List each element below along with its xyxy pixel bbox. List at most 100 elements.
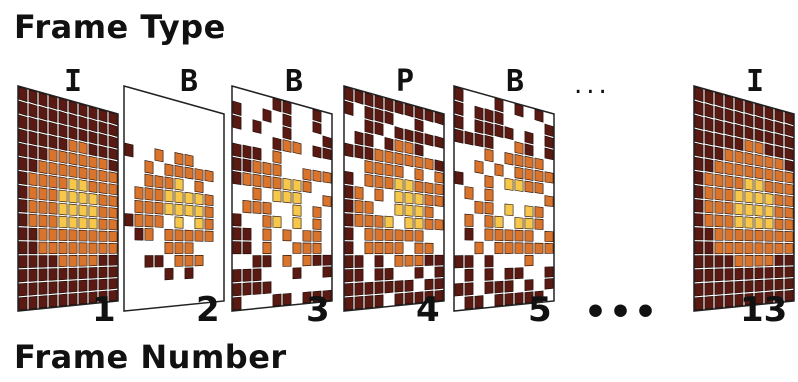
mosaic-tile <box>49 202 57 214</box>
mosaic-tile <box>89 131 97 144</box>
mosaic-tile <box>375 175 383 188</box>
mosaic-tile <box>345 199 353 212</box>
mosaic-tile <box>495 164 503 177</box>
mosaic-tile <box>355 90 363 105</box>
mosaic-tile <box>155 175 163 188</box>
mosaic-tile <box>475 106 483 120</box>
mosaic-tile <box>19 129 27 143</box>
mosaic-tile <box>705 131 713 145</box>
mosaic-tile <box>69 293 77 305</box>
mosaic-tile <box>505 293 513 305</box>
mosaic-tile <box>775 134 783 147</box>
mosaic-tile <box>263 282 271 294</box>
mosaic-tile <box>495 98 503 112</box>
mosaic-tile <box>79 217 87 228</box>
frame-3-b-frame <box>232 86 342 321</box>
mosaic-tile <box>283 114 291 127</box>
mosaic-tile <box>725 95 733 109</box>
mosaic-tile <box>465 228 473 240</box>
mosaic-tile <box>135 187 143 200</box>
mosaic-tile <box>145 215 153 227</box>
mosaic-tile <box>233 228 241 241</box>
mosaic-tile <box>775 219 783 230</box>
mosaic-tile <box>345 214 353 227</box>
mosaic-tile <box>535 158 543 170</box>
mosaic-tile <box>69 243 77 254</box>
mosaic-tile <box>99 219 107 230</box>
mosaic-tile <box>765 169 773 181</box>
mosaic-tile <box>755 230 763 241</box>
mosaic-tile <box>29 187 37 200</box>
mosaic-tile <box>435 255 443 265</box>
mosaic-tile <box>425 207 433 218</box>
mosaic-tile <box>293 180 301 192</box>
mosaic-tile <box>705 228 713 240</box>
mosaic-tile <box>233 143 241 157</box>
mosaic-tile <box>435 267 443 278</box>
mosaic-tile <box>695 129 703 143</box>
mosaic-tile <box>145 228 153 240</box>
mosaic-tile <box>205 194 213 205</box>
mosaic-tile <box>195 231 203 242</box>
mosaic-tile <box>49 256 57 268</box>
mosaic-tile <box>19 214 27 227</box>
mosaic-tile <box>485 215 493 227</box>
mosaic-tile <box>29 296 37 309</box>
mosaic-tile <box>355 200 363 213</box>
mosaic-tile <box>755 116 763 129</box>
mosaic-tile <box>233 242 241 254</box>
mosaic-tile <box>515 167 523 179</box>
mosaic-tile <box>695 157 703 171</box>
mosaic-tile <box>745 230 753 241</box>
mosaic-tile <box>485 109 493 123</box>
mosaic-tile <box>233 171 241 184</box>
frame-number-1: 1 <box>92 290 116 330</box>
mosaic-tile <box>145 174 153 187</box>
mosaic-tile <box>695 228 703 241</box>
mosaic-tile <box>313 243 321 253</box>
mosaic-tile <box>725 162 733 175</box>
mosaic-tile <box>263 242 271 254</box>
mosaic-tile <box>39 296 47 309</box>
mosaic-tile <box>59 294 67 306</box>
mosaic-tile <box>39 120 47 134</box>
mosaic-tile <box>745 217 753 229</box>
mosaic-tile <box>345 283 353 296</box>
mosaic-tile <box>725 295 733 307</box>
mosaic-tile <box>243 242 251 254</box>
mosaic-tile <box>715 242 723 254</box>
mosaic-tile <box>785 255 793 265</box>
mosaic-tile <box>99 267 107 278</box>
mosaic-tile <box>89 267 97 278</box>
mosaic-tile <box>405 293 413 305</box>
mosaic-tile <box>39 147 47 160</box>
mosaic-tile <box>525 181 533 193</box>
mosaic-tile <box>205 231 213 242</box>
mosaic-tile <box>535 219 543 230</box>
mosaic-tile <box>425 182 433 194</box>
mosaic-tile <box>505 178 513 190</box>
mosaic-tile <box>725 229 733 241</box>
mosaic-tile <box>485 135 493 149</box>
mosaic-tile <box>415 193 423 205</box>
mosaic-tile <box>705 159 713 172</box>
mosaic-tile <box>405 255 413 266</box>
mosaic-tile <box>415 156 423 168</box>
mosaic-tile <box>755 255 763 266</box>
mosaic-tile <box>19 228 27 241</box>
mosaic-tile <box>715 174 723 187</box>
frame-number-3: 3 <box>306 290 330 330</box>
mosaic-tile <box>313 122 321 135</box>
mosaic-tile <box>59 151 67 164</box>
mosaic-tile <box>69 152 77 165</box>
mosaic-tile <box>545 231 553 241</box>
mosaic-tile <box>765 231 773 242</box>
mosaic-tile <box>293 243 301 254</box>
mosaic-tile <box>283 127 291 140</box>
mosaic-tile <box>435 136 443 148</box>
mosaic-tile <box>765 181 773 193</box>
mosaic-tile <box>233 115 241 129</box>
frame-4-p-frame <box>344 86 454 321</box>
mosaic-tile <box>395 140 403 153</box>
mosaic-tile <box>365 201 373 213</box>
